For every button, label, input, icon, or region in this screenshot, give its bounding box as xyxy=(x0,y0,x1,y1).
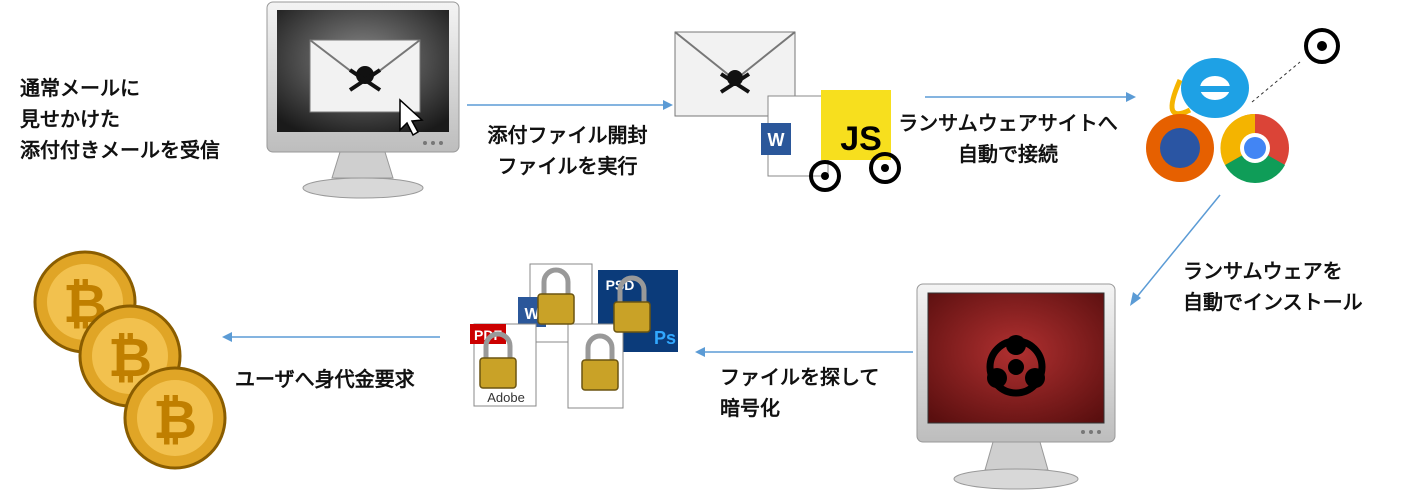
text-line: 添付付きメールを受信 xyxy=(20,138,220,162)
firefox-icon xyxy=(1146,114,1214,182)
word-icon: W xyxy=(768,130,785,150)
text-line: ランサムウェアを xyxy=(1183,259,1343,283)
text-line: ファイルを探して xyxy=(720,365,880,389)
javascript-icon: JS xyxy=(840,120,882,158)
padlock-icon xyxy=(541,267,571,294)
bitcoin-icon: ₿ xyxy=(123,366,227,470)
monitor-ransomware-icon xyxy=(916,283,1116,490)
chrome-icon xyxy=(1220,113,1289,183)
word-icon: W xyxy=(524,306,540,323)
step4-label: ランサムウェアを 自動でインストール xyxy=(1183,256,1363,318)
adobe-label: Adobe xyxy=(487,390,525,405)
text-line: 暗号化 xyxy=(720,396,780,420)
step3-label: ランサムウェアサイトへ 自動で接続 xyxy=(893,108,1123,170)
text-line: ファイルを実行 xyxy=(497,154,638,178)
browser-icons xyxy=(1146,28,1340,183)
malicious-attachment-icons: W JS xyxy=(674,31,901,192)
text-line: ユーザへ身代金要求 xyxy=(235,367,415,391)
flow-arrow xyxy=(925,92,1136,102)
step5-label: ファイルを探して 暗号化 xyxy=(720,362,879,424)
flow-arrow xyxy=(695,347,913,357)
text-line: ランサムウェアサイトへ xyxy=(898,111,1118,135)
bitcoin-icons: ₿ ₿ ₿ xyxy=(33,250,227,470)
biohazard-icon xyxy=(869,152,901,184)
photoshop-icon: Ps xyxy=(654,328,676,348)
biohazard-icon xyxy=(986,335,1046,397)
text-line: 通常メールに xyxy=(20,76,140,100)
biohazard-icon xyxy=(809,160,841,192)
step6-label: ユーザへ身代金要求 xyxy=(235,364,415,395)
step1-label: 通常メールに 見せかけた 添付付きメールを受信 xyxy=(20,73,220,166)
text-line: 見せかけた xyxy=(20,107,120,131)
svg-text:₿: ₿ xyxy=(153,388,197,451)
pdf-icon: PDF xyxy=(474,327,502,343)
text-line: 自動でインストール xyxy=(1183,290,1363,314)
monitor-email-icon xyxy=(266,1,460,199)
text-line: 自動で接続 xyxy=(958,142,1058,166)
flow-arrow xyxy=(222,332,440,342)
encrypted-files-icons: W PSD Ps PDF Adobe xyxy=(470,263,678,409)
text-line: 添付ファイル開封 xyxy=(487,123,648,147)
internet-explorer-icon xyxy=(1169,58,1249,118)
step2-label: 添付ファイル開封 ファイルを実行 xyxy=(470,120,665,182)
biohazard-icon xyxy=(1304,28,1340,64)
flow-arrow xyxy=(467,100,673,110)
flow-arrow xyxy=(1130,194,1221,306)
